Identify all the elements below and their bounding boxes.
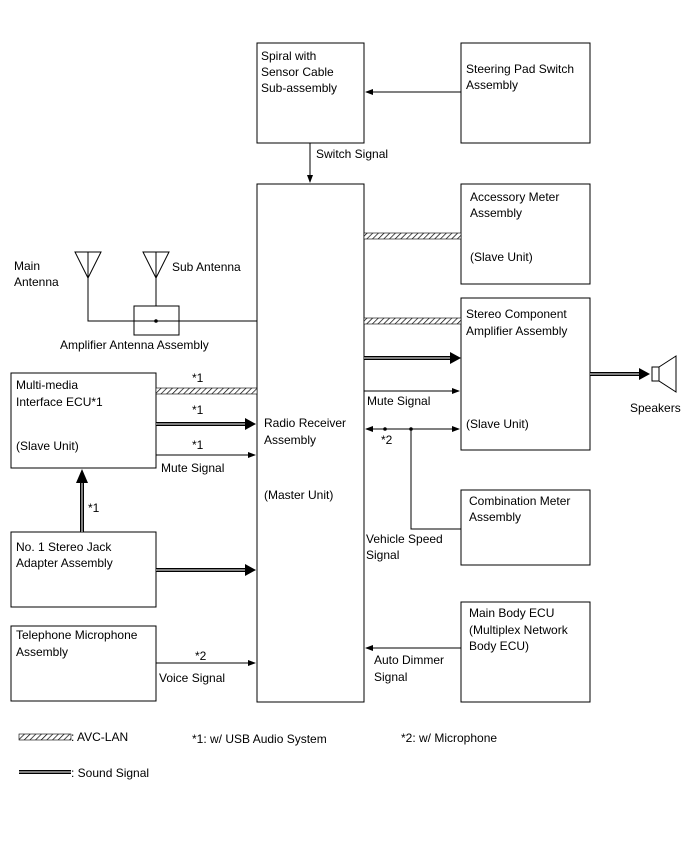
accessory-meter-block: Accessory Meter Assembly (Slave Unit): [460, 183, 591, 285]
speakers-label: Speakers: [630, 401, 681, 415]
accessory-label-3: (Slave Unit): [470, 250, 533, 264]
vehicle-speed-label-1: Vehicle Speed: [366, 532, 443, 546]
sound-signal-jack-to-multimedia: [76, 469, 88, 532]
antenna-junction-dot: [154, 319, 158, 323]
telephone-label-1: Telephone Microphone: [16, 628, 138, 642]
steering-label-1: Steering Pad Switch: [466, 62, 574, 76]
legend: : AVC-LAN *1: w/ USB Audio System *2: w/…: [18, 730, 497, 780]
auto-dimmer-label-1: Auto Dimmer: [374, 653, 444, 667]
sound-signal-to-speakers: [590, 368, 650, 380]
spiral-label-2: Sensor Cable: [261, 65, 334, 79]
legend-avc-lan-label: : AVC-LAN: [71, 730, 128, 744]
combination-label-2: Assembly: [469, 510, 521, 524]
star1-jack-label: *1: [88, 501, 100, 515]
sound-signal-multimedia: [156, 418, 256, 430]
junction-dot: [383, 427, 387, 431]
radio-label-1: Radio Receiver: [264, 416, 346, 430]
accessory-label-1: Accessory Meter: [470, 190, 559, 204]
vehicle-speed-label-2: Signal: [366, 548, 399, 562]
accessory-label-2: Assembly: [470, 206, 522, 220]
radio-label-2: Assembly: [264, 433, 316, 447]
stereo-amp-label-2: Amplifier Assembly: [466, 324, 567, 338]
combination-meter-block: Combination Meter Assembly: [460, 489, 591, 566]
legend-sound-signal-label: : Sound Signal: [71, 766, 149, 780]
star1-avc-label: *1: [192, 371, 204, 385]
voice-signal-label: Voice Signal: [159, 671, 225, 685]
avc-lan-stereo-amp: [363, 317, 462, 325]
sound-signal-to-amp: [364, 352, 461, 364]
speaker-icon: [651, 355, 677, 393]
mute-signal-right-label: Mute Signal: [367, 394, 430, 408]
multimedia-ecu-block: Multi-media Interface ECU*1 (Slave Unit): [10, 372, 157, 469]
multimedia-label-3: (Slave Unit): [16, 439, 79, 453]
stereo-amp-label-3: (Slave Unit): [466, 417, 529, 431]
steering-label-2: Assembly: [466, 78, 518, 92]
jack-label-2: Adapter Assembly: [16, 556, 113, 570]
main-body-label-3: Body ECU): [469, 639, 529, 653]
switch-signal-label: Switch Signal: [316, 147, 388, 161]
avc-lan-multimedia: [155, 387, 258, 395]
main-body-label-1: Main Body ECU: [469, 606, 554, 620]
telephone-label-2: Assembly: [16, 645, 68, 659]
radio-receiver-block: Radio Receiver Assembly (Master Unit): [256, 183, 365, 703]
telephone-microphone-block: Telephone Microphone Assembly: [10, 625, 157, 702]
sound-signal-jack-to-radio: [156, 564, 256, 576]
legend-avc-lan-swatch: [18, 733, 72, 741]
stereo-amp-label-1: Stereo Component: [466, 307, 567, 321]
spiral-cable-block: Spiral with Sensor Cable Sub-assembly: [256, 42, 365, 144]
vehicle-speed-line: [410, 429, 461, 530]
mute-signal-left-label: Mute Signal: [161, 461, 224, 475]
multimedia-label-2: Interface ECU*1: [16, 395, 103, 409]
legend-note-2: *2: w/ Microphone: [401, 731, 497, 745]
sub-antenna-icon: [142, 251, 170, 280]
auto-dimmer-label-2: Signal: [374, 670, 407, 684]
star2-voice-label: *2: [195, 649, 207, 663]
amplifier-antenna-label: Amplifier Antenna Assembly: [60, 338, 209, 352]
star2-right-label: *2: [381, 433, 393, 447]
star1-sound-label: *1: [192, 403, 204, 417]
stereo-amplifier-block: Stereo Component Amplifier Assembly (Sla…: [460, 297, 591, 451]
spiral-label-1: Spiral with: [261, 49, 316, 63]
star1-mute-label: *1: [192, 438, 204, 452]
steering-pad-switch-block: Steering Pad Switch Assembly: [460, 42, 591, 144]
avc-lan-accessory: [363, 232, 462, 240]
legend-note-1: *1: w/ USB Audio System: [192, 732, 327, 746]
main-body-ecu-block: Main Body ECU (Multiplex Network Body EC…: [460, 601, 591, 703]
multimedia-label-1: Multi-media: [16, 378, 78, 392]
main-body-label-2: (Multiplex Network: [469, 623, 569, 637]
spiral-label-3: Sub-assembly: [261, 81, 337, 95]
radio-label-3: (Master Unit): [264, 488, 333, 502]
sub-antenna-label: Sub Antenna: [172, 260, 241, 274]
stereo-jack-block: No. 1 Stereo Jack Adapter Assembly: [10, 531, 157, 608]
main-antenna-label-1: Main: [14, 259, 40, 273]
combination-label-1: Combination Meter: [469, 494, 570, 508]
main-antenna-cable: [87, 278, 134, 322]
main-antenna-icon: [74, 251, 102, 280]
jack-label-1: No. 1 Stereo Jack: [16, 540, 112, 554]
main-antenna-label-2: Antenna: [14, 275, 59, 289]
